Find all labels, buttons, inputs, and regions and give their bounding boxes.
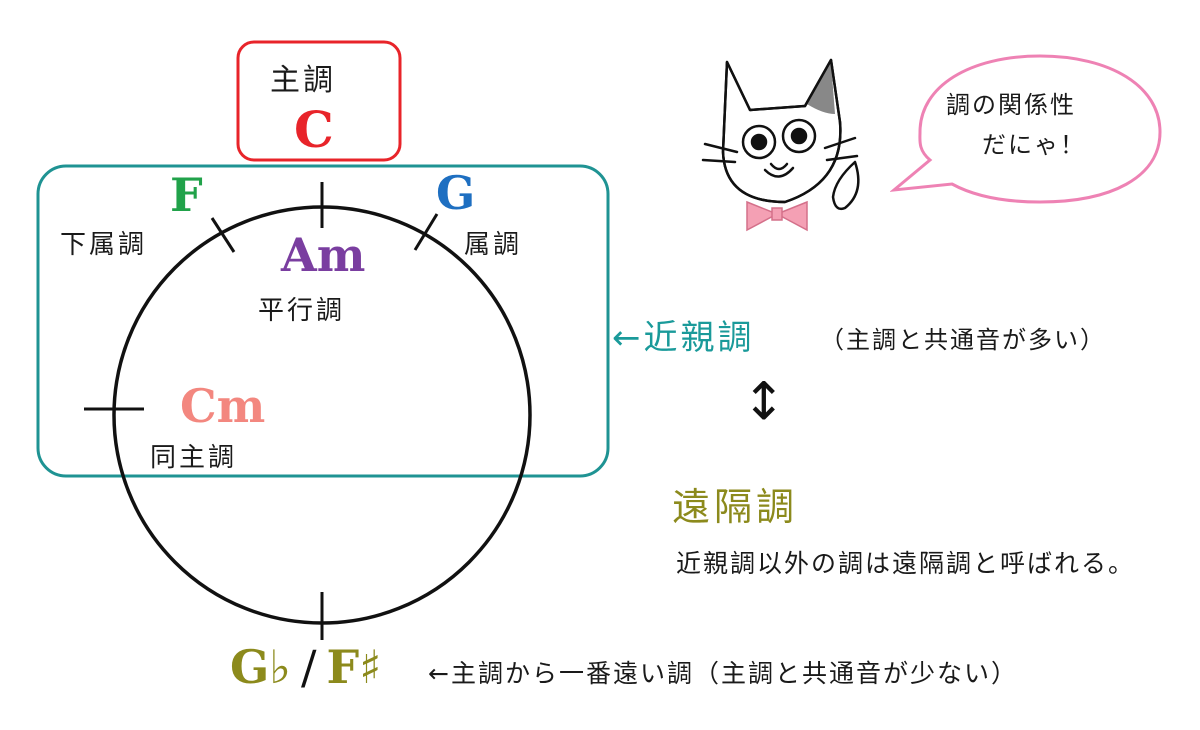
tick-dominant (413, 213, 439, 251)
farthest-note: ←主調から一番遠い調（主調と共通音が少ない） (428, 659, 1018, 688)
dominant-key: G (436, 166, 476, 220)
speech-bubble-line1: 調の関係性 (946, 91, 1076, 119)
tick-subdominant (210, 217, 236, 253)
relative-key: Am (281, 228, 366, 282)
farthest-slash: / (300, 640, 317, 694)
relative-label: 平行調 (258, 296, 346, 326)
speech-bubble (890, 54, 1162, 204)
farthest-key-b: F♯ (326, 640, 382, 694)
farthest-key-a: G♭ (230, 640, 291, 694)
tonic-key: C (294, 100, 334, 159)
dominant-label: 属調 (464, 230, 523, 260)
farthest-key: G♭/F♯ (230, 640, 381, 694)
close-keys-label: ←近親調 (612, 318, 755, 358)
cat-face-icon (701, 58, 860, 211)
close-keys-note: （主調と共通音が多い） (820, 326, 1106, 354)
parallel-label: 同主調 (150, 443, 238, 473)
tonic-title: 主調 (270, 63, 336, 98)
parallel-key: Cm (180, 379, 266, 433)
subdominant-key: F (170, 168, 203, 222)
cat-illustration (701, 58, 860, 232)
tonic-box (236, 40, 402, 162)
speech-bubble-outline (890, 54, 1162, 204)
bow-tie-icon (746, 200, 808, 232)
close-keys-box (36, 164, 610, 478)
subdominant-label: 下属調 (60, 230, 148, 260)
speech-bubble-line2: だにゃ！ (982, 131, 1086, 159)
up-down-arrow-icon: ↕ (742, 372, 786, 432)
distant-keys-label: 遠隔調 (672, 485, 799, 529)
distant-keys-note: 近親調以外の調は遠隔調と呼ばれる。 (676, 549, 1136, 578)
